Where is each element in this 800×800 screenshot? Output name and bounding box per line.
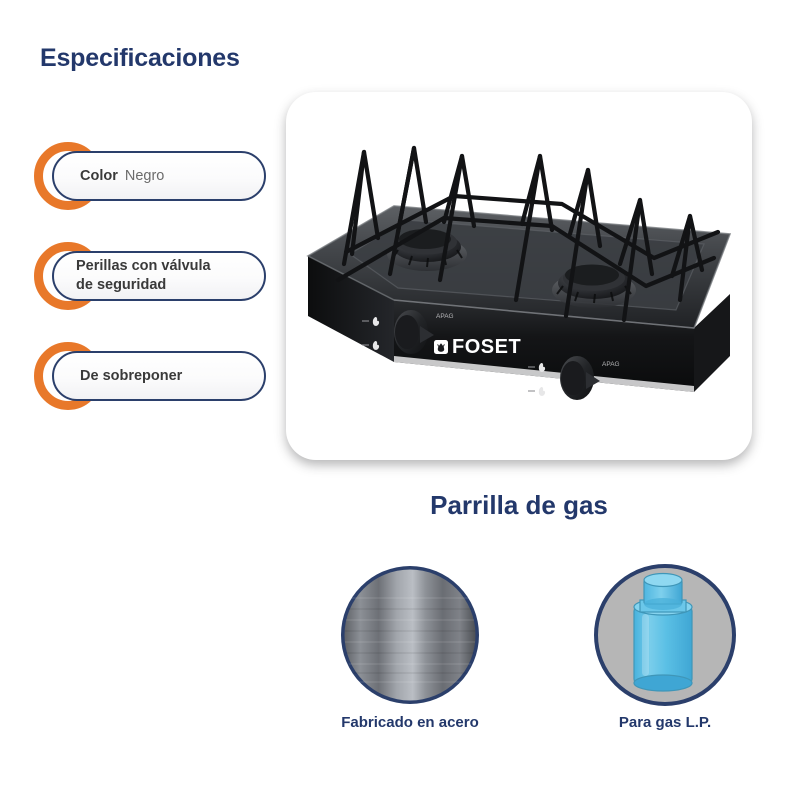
feature-made-of-steel[interactable]: Fabricado en acero (310, 560, 510, 731)
flame-indicator-icons (372, 317, 380, 350)
spec-item-color[interactable]: Color Negro (34, 140, 294, 212)
steel-disc-icon (341, 566, 479, 704)
product-image-card[interactable]: APAG APAG (286, 92, 752, 460)
svg-text:APAG: APAG (602, 361, 620, 368)
feature-label-steel: Fabricado en acero (341, 714, 479, 731)
brand-logo: FOSET (434, 336, 521, 358)
leaf-icon (434, 340, 448, 354)
stove-body (306, 205, 732, 392)
page-title: Especificaciones (40, 44, 240, 72)
spec-label-color: Color (80, 167, 118, 184)
spec-value-color: Negro (124, 168, 165, 184)
spec-label-countertop: De sobreponer (80, 367, 183, 384)
feature-lp-gas[interactable]: Para gas L.P. (565, 560, 765, 731)
spec-label-line-2: de seguridad (76, 277, 167, 293)
brand-wordmark: FOSET (452, 336, 521, 358)
gas-stove-illustration: APAG APAG (306, 145, 732, 400)
spec-label-line-1: Perillas con válvula (76, 258, 211, 275)
gas-cylinder-badge (565, 560, 765, 710)
spec-pill-color[interactable]: Color Negro (52, 151, 266, 201)
spec-item-safety-valve[interactable]: Perillas con válvula de seguridad (34, 240, 294, 312)
spec-label-safety-valve: Perillas con válvula de seguridad (76, 257, 211, 294)
spec-pill-safety-valve[interactable]: Perillas con válvula de seguridad (52, 251, 266, 301)
flame-indicator-icons (538, 363, 546, 396)
steel-disc-badge (310, 560, 510, 710)
product-photo: APAG APAG (286, 92, 752, 460)
burner-grates (335, 145, 721, 323)
product-title: Parrilla de gas (430, 490, 608, 520)
gas-cylinder-icon (594, 564, 736, 706)
specifications-list: Color Negro Perillas con válvula de segu… (34, 140, 294, 440)
spec-item-countertop[interactable]: De sobreponer (34, 340, 294, 412)
feature-label-gas: Para gas L.P. (618, 714, 712, 731)
control-knob-left: APAG (362, 310, 454, 354)
spec-pill-countertop[interactable]: De sobreponer (52, 351, 266, 401)
control-knob-right: APAG (528, 356, 620, 400)
svg-text:APAG: APAG (436, 313, 454, 320)
